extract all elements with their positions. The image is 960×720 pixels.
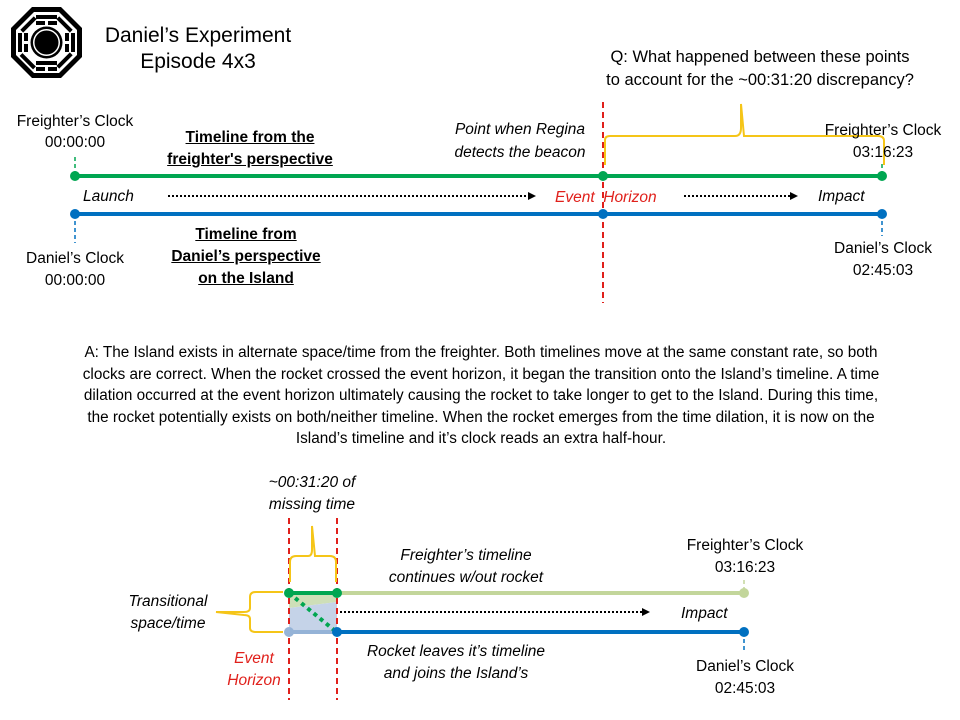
island-eh-dot (598, 209, 608, 219)
freighter-end-dot (877, 171, 887, 181)
missing-time-line2: missing time (268, 496, 356, 513)
freighter-end-label: Freighter’s Clock (824, 122, 942, 139)
freighter-start-dot (70, 171, 80, 181)
missing-time-line1: ~00:31:20 of (268, 474, 356, 491)
transitional-line1: Transitional (128, 593, 208, 610)
question-line1: Q: What happened between these points (610, 48, 910, 66)
regina-line1: Point when Regina (454, 121, 586, 138)
freighter-continues-line1: Freighter’s timeline (400, 547, 532, 564)
bottom-freighter-end-time: 03:16:23 (714, 559, 776, 576)
freighter-end-time: 03:16:23 (852, 144, 914, 161)
freighter-start-label: Freighter’s Clock (16, 113, 134, 130)
bottom-impact-label: Impact (681, 605, 728, 622)
question-line2: to account for the ~00:31:20 discrepancy… (606, 71, 914, 89)
daniel-end-label: Daniel’s Clock (834, 240, 932, 257)
freighter-eh-dot (598, 171, 608, 181)
title-line1: Daniel’s Experiment (104, 24, 292, 47)
daniel-perspective-line1: Timeline from (195, 226, 297, 243)
daniel-start-label: Daniel’s Clock (26, 250, 124, 267)
freighter-start-time: 00:00:00 (44, 134, 106, 151)
event-horizon-label: Event Horizon (555, 189, 657, 206)
bottom-daniel-end-time: 02:45:03 (714, 680, 776, 697)
rocket-leaves-line2: and joins the Island’s (383, 665, 529, 682)
daniel-start-time: 00:00:00 (44, 272, 106, 289)
freighter-perspective-line2: freighter's perspective (167, 151, 333, 168)
bottom-event-horizon-line1: Event (234, 650, 274, 667)
daniel-perspective-line2: Daniel’s perspective (171, 248, 321, 265)
bottom-freighter-end-label: Freighter’s Clock (686, 537, 804, 554)
freighter-perspective-line1: Timeline from the (185, 129, 315, 146)
rocket-leaves-line1: Rocket leaves it’s timeline (366, 643, 546, 660)
transitional-line2: space/time (130, 615, 206, 632)
island-start-dot (70, 209, 80, 219)
dharma-logo-icon (11, 7, 82, 78)
bottom-daniel-end-label: Daniel’s Clock (696, 658, 794, 675)
discrepancy-bracket (604, 103, 885, 165)
freighter-continues-line2: continues w/out rocket (388, 569, 544, 586)
title-line2: Episode 4x3 (140, 50, 256, 73)
answer-paragraph: A: The Island exists in alternate space/… (82, 344, 880, 447)
impact-label: Impact (818, 188, 865, 205)
island-end-dot (877, 209, 887, 219)
regina-line2: detects the beacon (454, 144, 586, 161)
bottom-event-horizon-line2: Horizon (227, 672, 281, 689)
daniel-perspective-line3: on the Island (198, 270, 294, 287)
launch-label: Launch (83, 188, 134, 205)
daniel-end-time: 02:45:03 (852, 262, 914, 279)
